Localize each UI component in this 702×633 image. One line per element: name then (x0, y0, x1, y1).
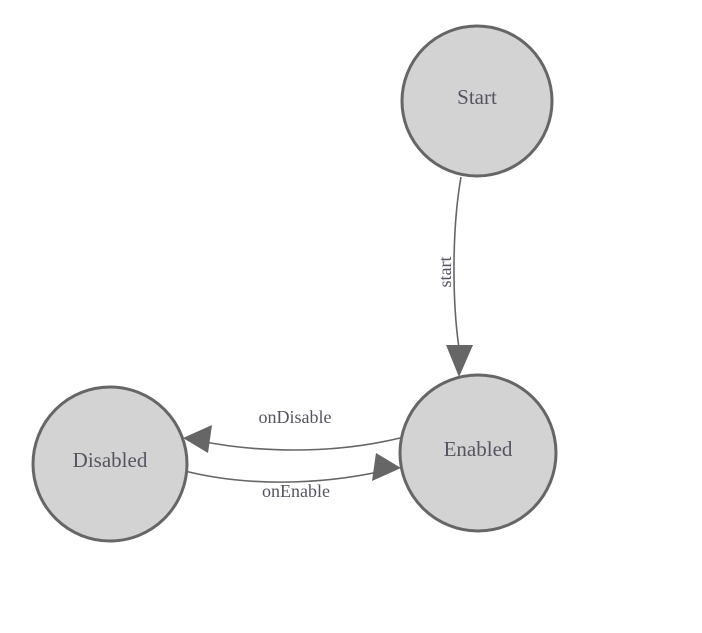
edge-group-start[interactable]: start (435, 176, 473, 377)
edge-arrowhead-ondisable (183, 425, 212, 453)
edge-label-start: start (435, 257, 455, 288)
edge-path-start (453, 176, 462, 349)
node-enabled[interactable]: Enabled (398, 373, 558, 533)
node-label-enabled: Enabled (444, 437, 513, 461)
node-label-disabled: Disabled (73, 448, 148, 472)
edge-path-onenable (180, 469, 384, 483)
edge-label-ondisable: onDisable (259, 407, 332, 427)
edge-group-ondisable[interactable]: onDisable (183, 407, 401, 453)
edge-path-ondisable (199, 437, 401, 451)
node-start[interactable]: Start (400, 24, 554, 178)
edge-group-onenable[interactable]: onEnable (180, 453, 401, 501)
edge-arrowhead-start (446, 345, 473, 377)
edge-label-onenable: onEnable (262, 481, 330, 501)
node-shape-start[interactable] (400, 24, 554, 178)
edge-arrowhead-onenable (372, 453, 401, 481)
node-label-start: Start (457, 85, 497, 109)
node-shape-disabled[interactable] (31, 385, 189, 543)
node-disabled[interactable]: Disabled (31, 385, 189, 543)
node-shape-enabled[interactable] (398, 373, 558, 533)
